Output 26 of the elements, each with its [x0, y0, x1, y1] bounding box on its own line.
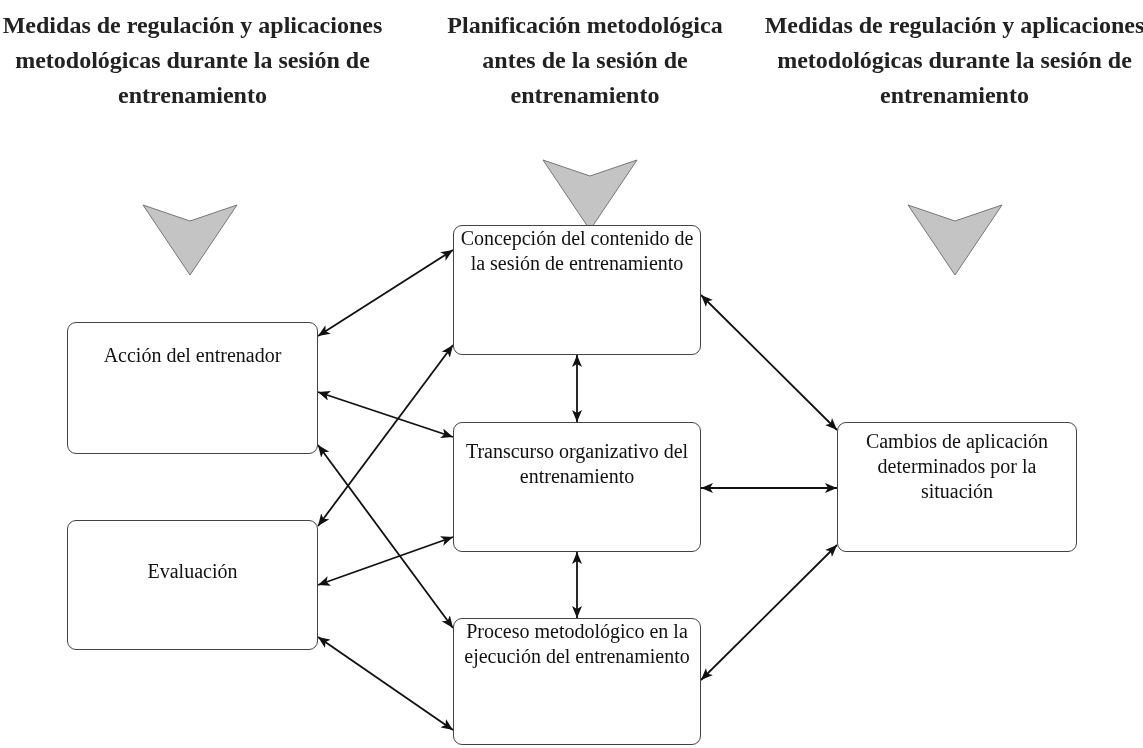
box-text: Transcurso organizativo del entrenamiento [464, 439, 690, 489]
box-text: Proceso metodológico en la ejecución del entrenamiento [463, 619, 691, 669]
double-arrow [317, 636, 454, 731]
box-text: Acción del entrenador [103, 343, 282, 368]
process-box [453, 422, 701, 552]
box-text: Cambios de aplicación determinados por la situación [864, 429, 1050, 504]
process-box [837, 422, 1077, 552]
double-arrow [700, 483, 838, 493]
double-arrow [317, 536, 454, 586]
process-box [453, 618, 701, 745]
column-heading: Medidas de regulación y aplicaciones metodológicas durante la sesión de entrenamiento [1, 11, 384, 110]
process-box [67, 322, 318, 454]
double-arrow [572, 354, 582, 423]
box-text: Concepción del contenido de la sesión de entrenamiento [460, 226, 694, 276]
process-box [67, 520, 318, 650]
column-heading: Medidas de regulación y aplicaciones metodológicas durante la sesión de entrenamiento [763, 11, 1143, 110]
double-arrow [317, 444, 454, 629]
process-box [453, 225, 701, 355]
double-arrow [700, 294, 838, 431]
double-arrow [317, 391, 454, 438]
column-heading: Planificación metodológica antes de la sesión de entrenamiento [446, 11, 724, 110]
double-arrow [317, 249, 454, 337]
double-arrow [700, 544, 838, 681]
box-text: Evaluación [147, 559, 238, 584]
double-arrow [572, 551, 582, 619]
double-arrow [317, 344, 454, 527]
